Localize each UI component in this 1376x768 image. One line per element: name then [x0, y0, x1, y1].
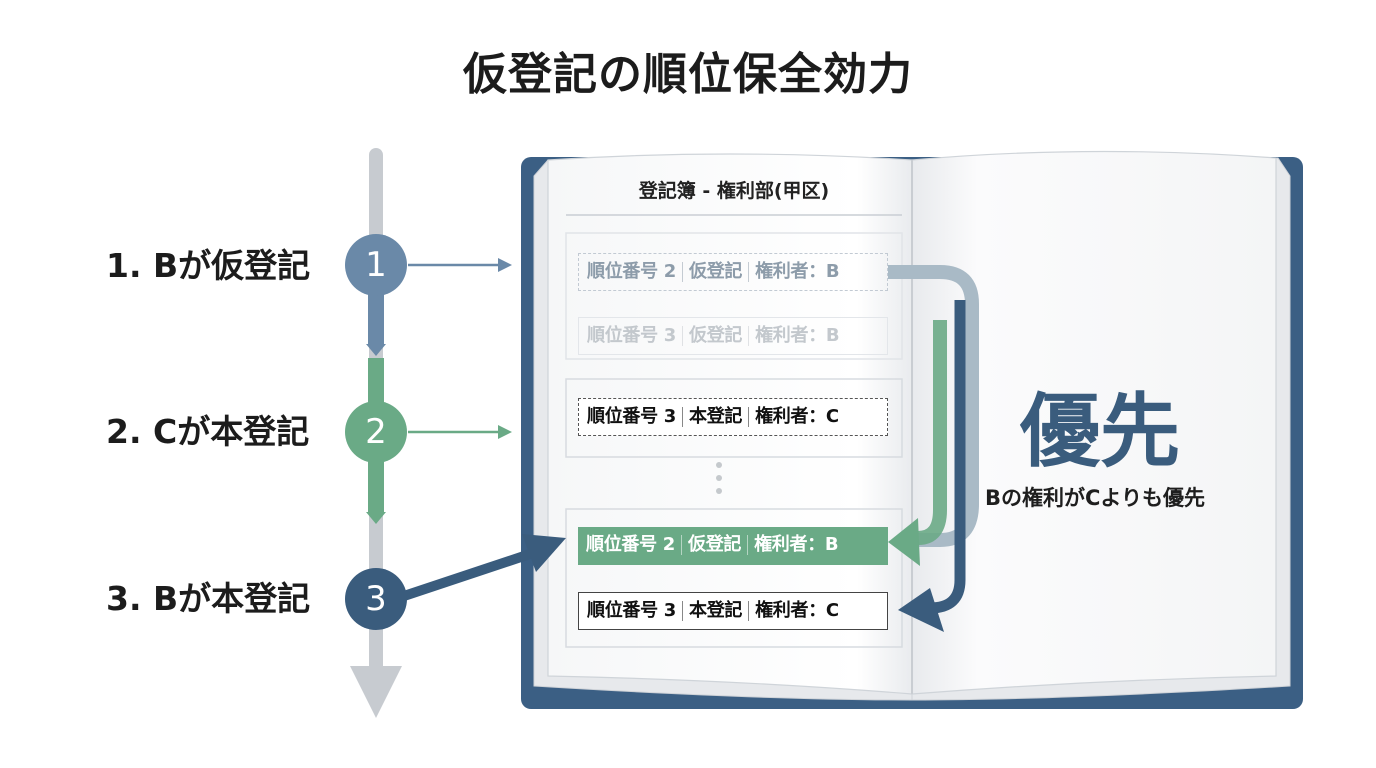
ledger-entry-3: 順位番号 3 本登記権利者：C: [578, 398, 888, 436]
entry-group-mid: [565, 378, 903, 458]
timeline-chevron-1: [366, 344, 386, 356]
entry-rank: 順位番号 2: [586, 534, 675, 555]
ledger-entry-5: 順位番号 3 本登記権利者：C: [578, 592, 888, 630]
priority-arrow-green-head: [888, 518, 920, 566]
separator: [682, 262, 683, 282]
step-circle-1: [345, 234, 407, 296]
entry-type: 本登記: [689, 406, 743, 427]
timeline-arrowhead: [350, 666, 402, 718]
separator: [748, 326, 750, 346]
separator: [748, 262, 750, 282]
separator: [748, 601, 750, 621]
entry-group-top: [565, 232, 903, 360]
step-number-3: 3: [365, 579, 387, 619]
entry-holder: 権利者：C: [755, 406, 839, 427]
step-number-1: 1: [365, 245, 387, 285]
step-label-2: 2. Cが本登記: [106, 412, 310, 451]
connector-2-head: [498, 425, 512, 439]
right-page: [911, 150, 1277, 695]
entry-holder: 権利者：B: [755, 261, 840, 282]
separator: [681, 535, 682, 555]
ledger-entry-1: 順位番号 2 仮登記権利者：B: [578, 253, 888, 291]
entry-group-bottom: [565, 508, 903, 648]
priority-arrow-upper: [888, 265, 979, 547]
ellipsis-dots: [716, 462, 728, 501]
step-circle-3: [345, 568, 407, 630]
entry-rank: 順位番号 2: [587, 261, 676, 282]
priority-caption: Bの権利がCよりも優先: [985, 486, 1205, 510]
separator: [682, 407, 683, 427]
entry-type: 本登記: [689, 600, 743, 621]
entry-type: 仮登記: [689, 261, 743, 282]
connector-3-head: [522, 534, 566, 572]
connector-3: [402, 547, 538, 601]
entry-rank: 順位番号 3: [587, 600, 676, 621]
step-connectors: [402, 258, 566, 601]
entry-rank: 順位番号 3: [587, 325, 676, 346]
diagram-title: 仮登記の順位保全効力: [463, 49, 913, 100]
entry-type: 仮登記: [689, 325, 743, 346]
priority-arrow-blue-head: [898, 588, 944, 632]
priority-arrow-green: [917, 320, 947, 545]
separator: [682, 601, 683, 621]
connector-1-head: [498, 258, 512, 272]
separator: [682, 326, 683, 346]
entry-rank: 順位番号 3: [587, 406, 676, 427]
priority-arrows: [888, 265, 979, 632]
separator: [748, 407, 750, 427]
step-label-3: 3. Bが本登記: [106, 579, 311, 618]
timeline-chevron-2: [366, 512, 386, 524]
step-label-1: 1. Bが仮登記: [106, 246, 311, 285]
entry-type: 仮登記: [688, 534, 742, 555]
entry-holder: 権利者：C: [755, 600, 839, 621]
step-number-2: 2: [365, 412, 387, 452]
separator: [747, 535, 749, 555]
ledger-heading: 登記簿 - 権利部(甲区): [638, 180, 830, 202]
step-circle-2: [345, 401, 407, 463]
priority-heading: 優先: [1020, 385, 1180, 478]
ledger-entry-2: 順位番号 3 仮登記権利者：B: [578, 317, 888, 355]
entry-holder: 権利者：B: [754, 534, 839, 555]
ledger-entry-4: 順位番号 2 仮登記権利者：B: [578, 527, 888, 565]
entry-holder: 権利者：B: [755, 325, 840, 346]
